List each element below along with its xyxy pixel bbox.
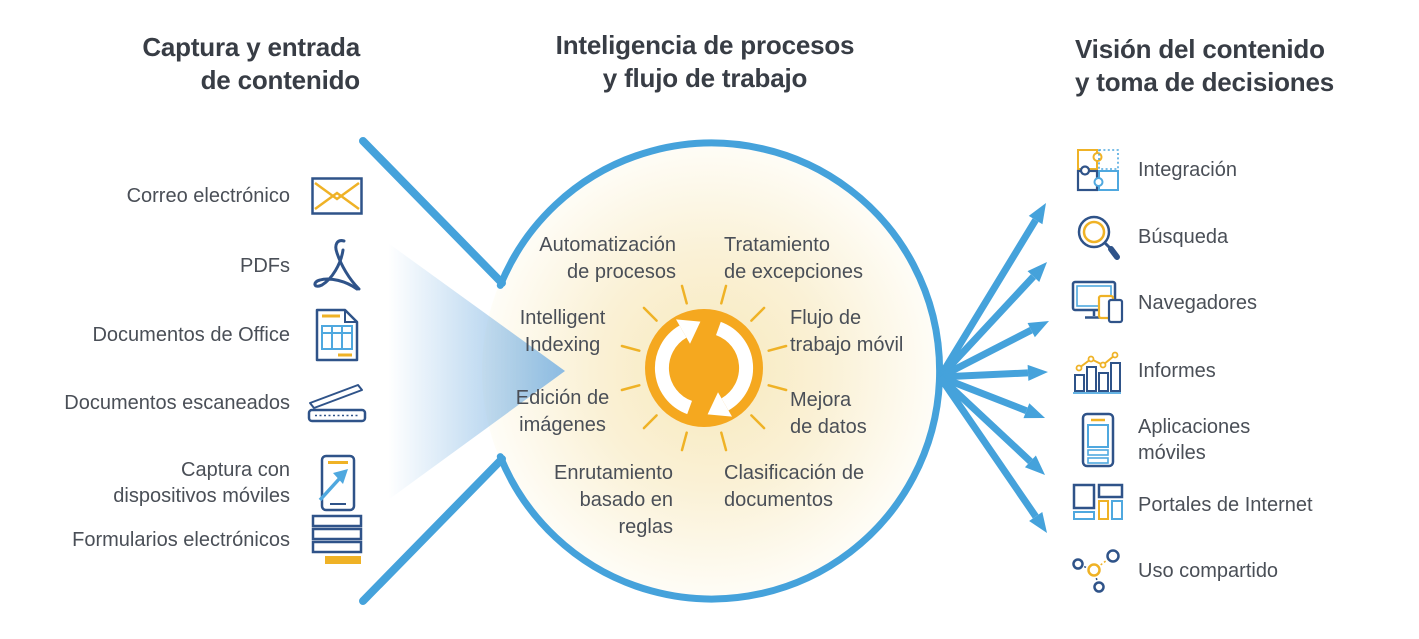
process-label-mobile-workflow: Flujo de trabajo móvil [790,305,940,359]
column-title-content-insight: Visión del contenido y toma de decisione… [1075,33,1405,99]
item-label: Formularios electrónicos [72,529,290,551]
output-arrows [937,203,1049,533]
list-item-scanned-documents: Documentos escaneados [28,377,368,429]
list-item-search: Búsqueda [1070,211,1228,263]
reports-icon [1070,348,1126,394]
list-item-portals: Portales de Internet [1070,479,1313,531]
process-label-image-editing: Edición de imágenes [500,385,625,439]
label-line: Tratamiento [724,234,830,256]
flow-arrow-reports [939,364,1048,381]
process-label-exception-handling: Tratamiento de excepciones [724,232,934,286]
puzzle-icon [1070,146,1126,194]
list-item-sharing: Uso compartido [1070,545,1278,597]
list-item-integration: Integración [1070,144,1237,196]
flow-arrow-integration [937,203,1047,379]
flow-arrow-search [937,261,1048,380]
pdf-icon [306,238,368,294]
label-line: de procesos [567,261,676,283]
item-label: Informes [1138,360,1216,382]
list-item-office-documents: Documentos de Office [28,307,368,363]
list-item-browsers: Navegadores [1070,277,1257,329]
item-label-line: móviles [1138,442,1206,464]
browsers-icon [1070,280,1126,326]
column-title-process-intelligence: Inteligencia de procesos y flujo de trab… [515,29,895,95]
list-item-electronic-forms: Formularios electrónicos [28,514,368,566]
process-label-document-classification: Clasificación de documentos [724,460,894,514]
scanner-icon [306,382,368,424]
item-label: Documentos de Office [92,324,290,346]
item-label: Navegadores [1138,292,1257,314]
label-line: Enrutamiento [554,462,673,484]
column-title-capture: Captura y entrada de contenido [80,31,360,97]
list-item-email: Correo electrónico [28,172,368,220]
mobile-apps-icon [1070,412,1126,468]
title-line: y toma de decisiones [1075,67,1334,97]
flow-arrow-portals [937,374,1046,476]
list-item-mobile-apps: Aplicaciones móviles [1070,412,1250,468]
label-line: Flujo de [790,307,862,329]
label-line: imágenes [519,414,606,436]
title-line: Visión del contenido [1075,34,1325,64]
label-line: documentos [724,489,833,511]
title-line: de contenido [200,65,361,95]
item-label: Aplicaciones móviles [1138,414,1250,466]
item-label: Integración [1138,159,1237,181]
title-line: Inteligencia de procesos [555,30,855,60]
item-label-line: Aplicaciones [1138,416,1251,438]
process-label-rules-routing: Enrutamiento basado en reglas [498,460,673,541]
search-icon [1070,212,1126,262]
funnel-line-top [359,137,506,287]
label-line: Indexing [524,334,601,356]
item-label: Documentos escaneados [64,392,290,414]
flow-arrow-sharing [937,375,1048,533]
label-line: de datos [790,416,867,438]
title-line: y flujo de trabajo [602,63,808,93]
process-label-automation: Automatización de procesos [488,232,676,286]
label-line: trabajo móvil [790,334,904,356]
item-label: Uso compartido [1138,560,1279,582]
funnel-wedge [388,243,565,500]
label-line: Mejora [790,389,852,411]
office-document-icon [306,307,368,363]
item-label-line: dispositivos móviles [113,485,290,507]
list-item-reports: Informes [1070,345,1216,397]
label-line: basado en [579,489,673,511]
email-icon [306,177,368,215]
flow-arrow-mobile-apps [938,373,1046,419]
process-label-data-improvement: Mejora de datos [790,387,920,441]
label-line: Intelligent [519,307,606,329]
item-label: PDFs [240,255,290,277]
list-item-pdfs: PDFs [28,238,368,294]
item-label: Portales de Internet [1138,494,1313,516]
funnel-line-bottom [359,455,506,605]
label-line: reglas [618,516,673,538]
mobile-capture-icon [306,454,368,512]
electronic-forms-icon [306,514,368,566]
sync-icon [654,319,754,417]
portals-icon [1070,483,1126,527]
label-line: Automatización [539,234,676,256]
share-icon [1070,548,1126,594]
flow-arrow-browsers [938,320,1049,381]
label-line: Edición de [515,387,610,409]
item-label: Captura con dispositivos móviles [113,457,290,509]
title-line: Captura y entrada [142,32,360,62]
item-label-line: Captura con [181,459,290,481]
label-line: de excepciones [724,261,863,283]
list-item-mobile-capture: Captura con dispositivos móviles [28,446,368,520]
item-label: Búsqueda [1138,226,1229,248]
process-label-intelligent-indexing: Intelligent Indexing [500,305,625,359]
label-line: Clasificación de [724,462,865,484]
hub-rays [620,284,788,452]
item-label: Correo electrónico [126,185,290,207]
